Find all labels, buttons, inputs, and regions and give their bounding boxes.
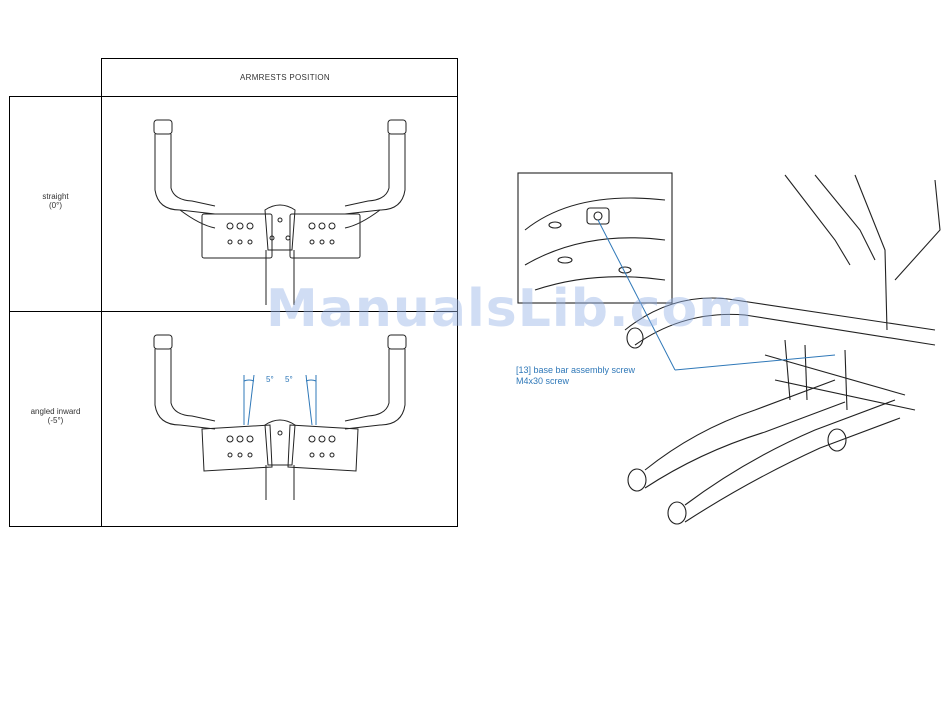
table-bottom-border: [9, 526, 458, 527]
row-label-straight-line2: (0°): [10, 201, 101, 210]
table-header-title: ARMRESTS POSITION: [240, 73, 330, 82]
row-label-straight: straight (0°): [10, 192, 101, 210]
row-label-straight-line1: straight: [10, 192, 101, 201]
callout-base-bar-screw: [13] base bar assembly screw M4x30 screw: [516, 365, 635, 387]
angle-label-right: 5°: [285, 375, 293, 384]
table-left-border: [9, 96, 10, 527]
handlebar-angled-illustration: [140, 325, 440, 525]
row-label-angled: angled inward (-5°): [10, 407, 101, 425]
row-label-angled-line2: (-5°): [10, 416, 101, 425]
table-col-divider: [101, 58, 102, 527]
callout-line2: M4x30 screw: [516, 376, 635, 387]
table-header-divider: [9, 96, 458, 97]
base-bar-assembly-illustration: [515, 170, 945, 530]
row-label-angled-line1: angled inward: [10, 407, 101, 416]
watermark: ManualsLib.com: [266, 279, 753, 339]
angle-label-left: 5°: [266, 375, 274, 384]
callout-line1: [13] base bar assembly screw: [516, 365, 635, 376]
table-top-border: [101, 58, 458, 59]
